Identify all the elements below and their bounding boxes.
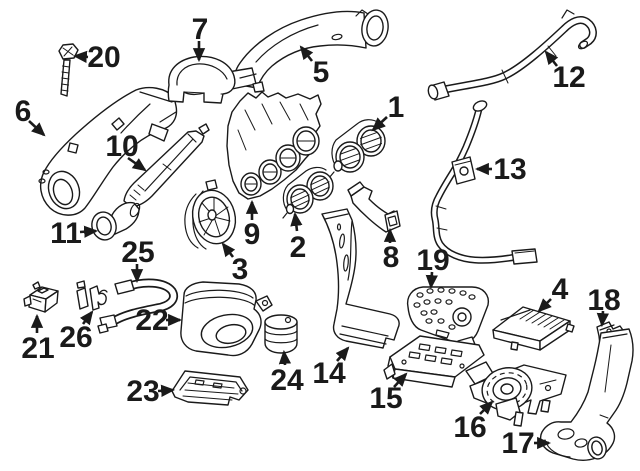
callout-7-label: 7 [192,13,209,46]
callout-labels: 1 2 3 4 5 6 7 8 9 10 11 12 13 14 15 16 1… [15,13,621,460]
part-24-cylinder-drawing [264,314,298,354]
callout-5-arrow [299,45,314,62]
callout-5-label: 5 [313,56,330,89]
callout-1-label: 1 [388,91,405,124]
callout-2-label: 2 [290,231,307,264]
callout-10-label: 10 [105,130,138,163]
part-16-blower-assembly-drawing [465,361,567,427]
part-14-floor-duct-drawing [321,208,400,349]
callout-24-label: 24 [270,364,304,397]
callout-2-arrow [290,211,303,232]
part-9-vent-housing-drawing [226,81,322,200]
callout-12-label: 12 [552,61,585,94]
part-12-hose-drawing [427,9,597,101]
callout-14-label: 14 [312,357,346,390]
part-26-clip-drawing [76,280,108,311]
part-13-hose-bracket-drawing [430,100,538,265]
part-23-tray-drawing [171,370,249,406]
part-3-round-vent-drawing [184,179,237,250]
callout-10-arrow [127,156,147,172]
callout-18-arrow [596,310,609,328]
callout-18-label: 18 [587,284,620,317]
callout-15-arrow [393,372,408,388]
part-15-plate-drawing [383,335,485,388]
callout-13-label: 13 [493,153,526,186]
part-6-duct-drawing [38,86,178,216]
callout-14-arrow [335,346,350,362]
part-25-hose-drawing [97,278,179,334]
callout-22-label: 22 [135,304,168,337]
callout-16-arrow [479,400,494,415]
part-8-bracket-duct-drawing [347,181,401,233]
callout-25-label: 25 [121,236,154,269]
callout-8-label: 8 [383,241,400,274]
callout-26-label: 26 [59,321,92,354]
callout-1-arrow [371,116,388,132]
callout-6-label: 6 [15,95,32,128]
callout-19-label: 19 [416,244,449,277]
callout-4-arrow [537,298,552,313]
callout-17-label: 17 [501,427,534,460]
callout-24-arrow [278,349,292,366]
part-21-actuator-drawing [23,281,59,313]
part-19-plate-drawing [406,286,490,352]
callout-23-label: 23 [126,375,159,408]
callout-15-label: 15 [369,382,402,415]
callout-21-label: 21 [21,332,54,365]
part-4-grille-panel-drawing [492,306,575,351]
callout-23-arrow [157,384,176,397]
callout-3-arrow [221,242,236,258]
part-1-vent-pair-drawing [328,119,386,179]
part-17-boot-duct-drawing [539,328,634,461]
callout-9-label: 9 [244,218,261,251]
callout-16-label: 16 [453,411,486,444]
callout-20-arrow [72,50,89,64]
callout-11-label: 11 [50,217,82,250]
callout-6-arrow [28,120,46,137]
callout-20-label: 20 [87,41,120,74]
callout-4-label: 4 [552,273,569,306]
callout-12-arrow [544,50,559,67]
callout-11-arrow [79,225,99,238]
callout-26-arrow [79,310,94,326]
callout-arrows [28,41,609,450]
part-2-vent-pair-drawing [282,166,334,219]
part-20-screw-drawing [58,43,79,97]
part-22-console-duct-drawing [180,281,273,357]
callout-3-label: 3 [232,253,249,286]
callout-19-arrow [425,271,438,290]
